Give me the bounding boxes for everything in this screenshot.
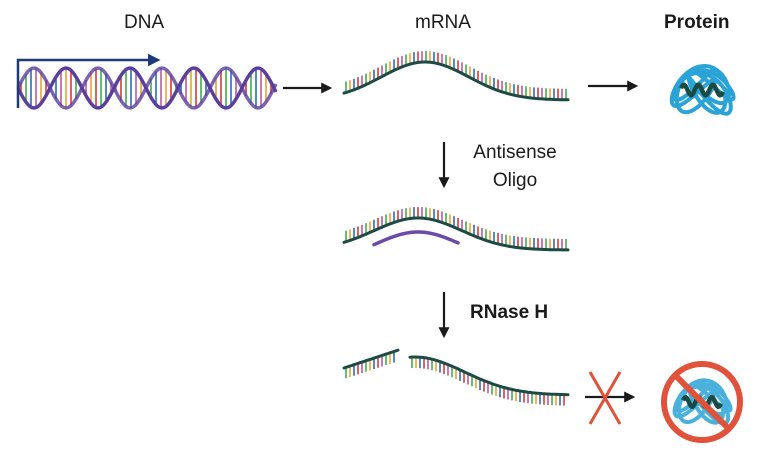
protein-backbone xyxy=(669,64,736,116)
protein-coil-icon xyxy=(669,64,736,116)
cleaved-mrna-fragment-left xyxy=(342,348,400,379)
rna-backbone xyxy=(408,355,570,397)
rna-backbone xyxy=(342,60,570,102)
rna-backbone xyxy=(342,216,570,252)
dna-label: DNA xyxy=(124,12,165,33)
dna-strand-a xyxy=(16,66,278,110)
mrna-label: mRNA xyxy=(415,12,471,33)
dna-strand-b xyxy=(16,66,278,110)
blocked-sign-slash xyxy=(673,373,731,431)
rna-backbone xyxy=(342,348,400,370)
protein-helix-core xyxy=(678,82,726,98)
protein-label: Protein xyxy=(664,12,730,33)
antisense-label-line1: Antisense xyxy=(473,142,557,163)
mrna-strand xyxy=(342,51,570,102)
promoter-arrow xyxy=(16,53,161,108)
cleaved-mrna-fragment-right xyxy=(408,355,570,406)
antisense-oligo-strand xyxy=(372,230,460,247)
rnase-h-label: RNase H xyxy=(470,302,549,323)
protein-backbone xyxy=(672,378,733,426)
antisense-label-line2: Oligo xyxy=(492,170,538,191)
dna-helix-icon xyxy=(16,66,278,110)
blocked-protein-icon xyxy=(661,361,743,443)
mrna-hybrid-strand xyxy=(342,207,570,252)
x-mark-icon xyxy=(588,371,622,425)
blocked-sign-icon xyxy=(661,361,743,443)
